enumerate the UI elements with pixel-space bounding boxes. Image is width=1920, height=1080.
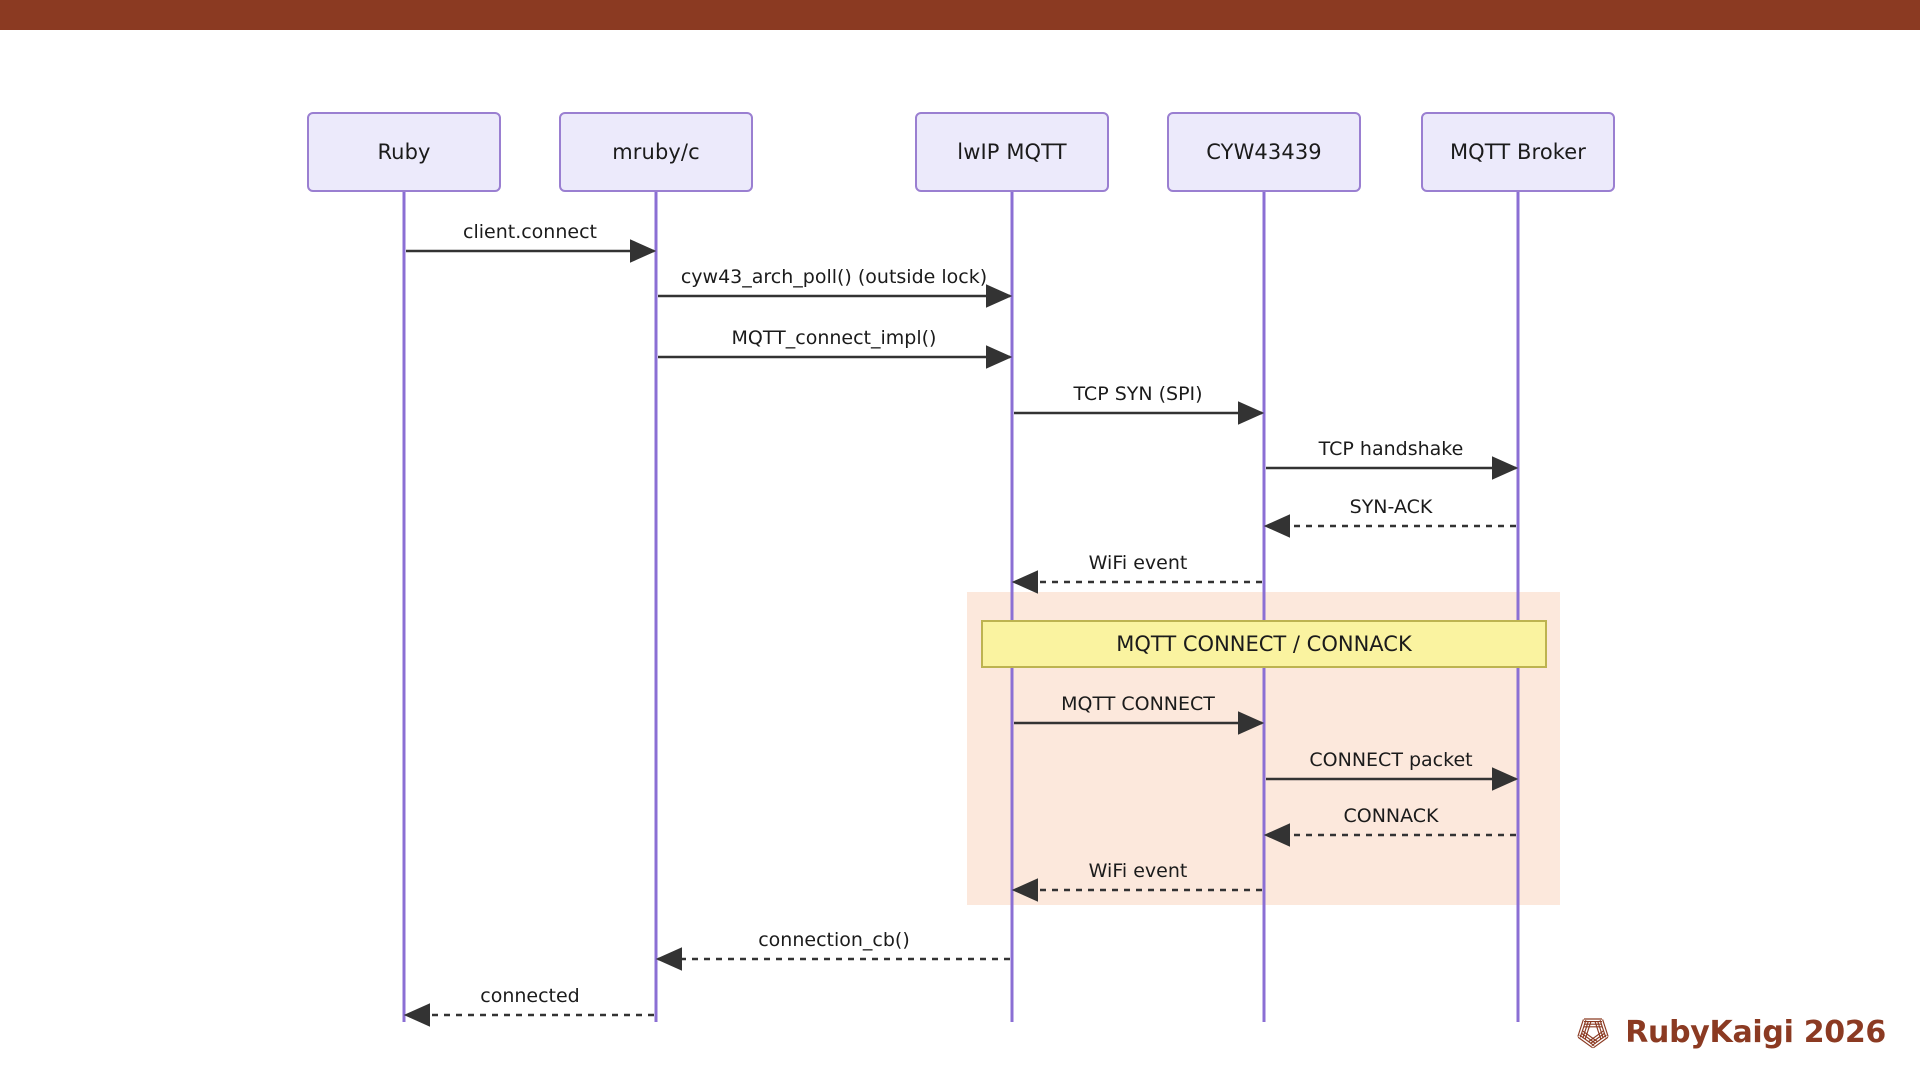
message-label: CONNACK — [1343, 805, 1439, 827]
message-label: connected — [480, 985, 580, 1007]
message-label: cyw43_arch_poll() (outside lock) — [680, 266, 988, 288]
participant-label: mruby/c — [612, 140, 700, 164]
message-arrow-layer — [403, 239, 1519, 1027]
message-label: MQTT_connect_impl() — [731, 327, 937, 349]
message-label: connection_cb() — [758, 929, 910, 951]
block-label-text: MQTT CONNECT / CONNACK — [1116, 632, 1412, 656]
block-label-box: MQTT CONNECT / CONNACK — [981, 620, 1547, 668]
message-label: TCP SYN (SPI) — [1073, 383, 1203, 405]
message-label: WiFi event — [1088, 860, 1188, 882]
rubykaigi-footer-logo: RubyKaigi 2026 — [1573, 1012, 1886, 1052]
participant-cyw[interactable]: CYW43439 — [1167, 112, 1361, 192]
message-label: client.connect — [463, 221, 597, 243]
participant-mrubyc[interactable]: mruby/c — [559, 112, 753, 192]
participant-label: CYW43439 — [1206, 140, 1322, 164]
top-brand-bar — [0, 0, 1920, 30]
participant-broker[interactable]: MQTT Broker — [1421, 112, 1615, 192]
message-label: CONNECT packet — [1309, 749, 1473, 771]
participant-label: MQTT Broker — [1449, 140, 1587, 164]
participant-label: lwIP MQTT — [957, 140, 1067, 164]
rubykaigi-logo-text: RubyKaigi 2026 — [1625, 1014, 1886, 1050]
message-label: SYN-ACK — [1349, 496, 1433, 518]
participant-label: Ruby — [377, 140, 431, 164]
message-label: WiFi event — [1088, 552, 1188, 574]
message-label: MQTT CONNECT — [1061, 693, 1215, 715]
message-label: TCP handshake — [1318, 438, 1464, 460]
participant-ruby[interactable]: Ruby — [307, 112, 501, 192]
participant-lwip[interactable]: lwIP MQTT — [915, 112, 1109, 192]
rubykaigi-woven-star-logo-icon — [1573, 1012, 1613, 1052]
